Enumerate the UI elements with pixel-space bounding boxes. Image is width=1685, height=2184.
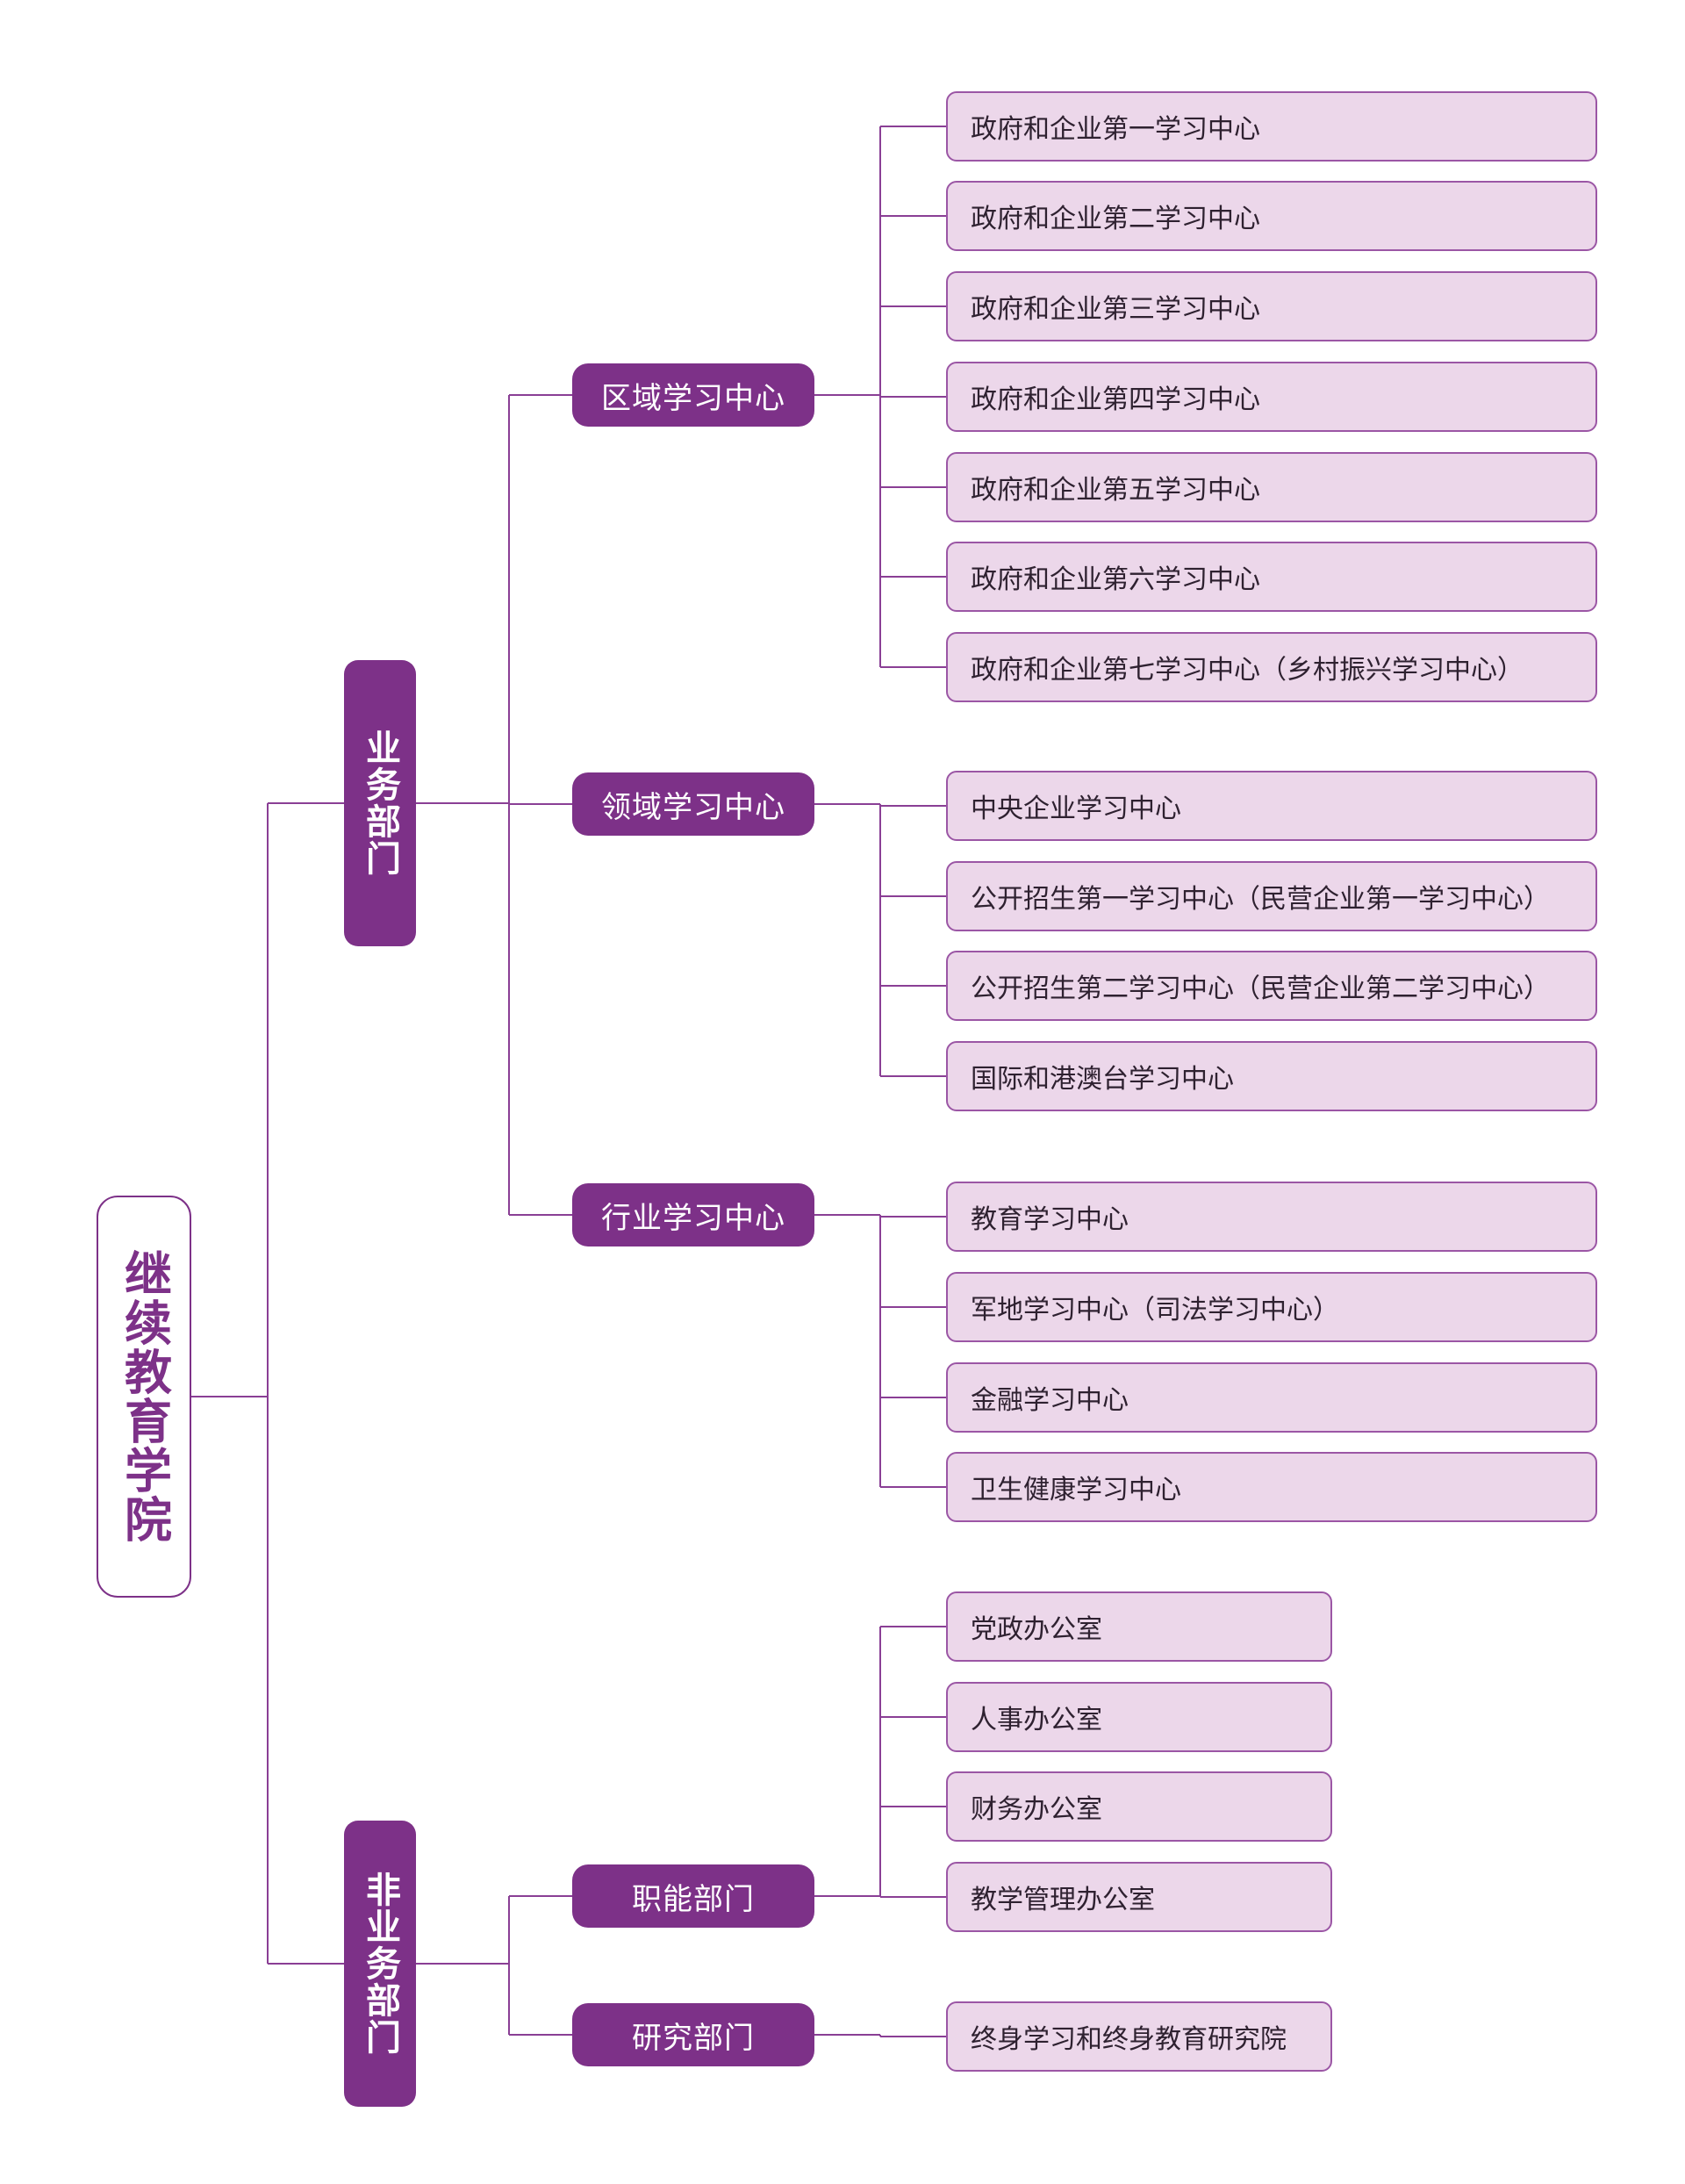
unit-label: 政府和企业第三学习中心 — [971, 294, 1260, 325]
unit-regional-3: 政府和企业第三学习中心 — [946, 271, 1597, 341]
unit-label: 公开招生第二学习中心（民营企业第二学习中心） — [971, 973, 1550, 1004]
center-research: 研究部门 — [572, 2003, 814, 2066]
unit-regional-2: 政府和企业第二学习中心 — [946, 181, 1597, 251]
dept-business: 业务部门 — [344, 660, 416, 946]
unit-industry-3: 金融学习中心 — [946, 1362, 1597, 1433]
center-research-label: 研究部门 — [632, 2020, 755, 2056]
dept-non-business-label: 非业务部门 — [360, 1871, 400, 2056]
root-label: 继续教育学院 — [116, 1249, 172, 1544]
unit-functional-3: 财务办公室 — [946, 1771, 1332, 1842]
unit-domain-1: 中央企业学习中心 — [946, 771, 1597, 841]
center-functional-label: 职能部门 — [632, 1881, 755, 1917]
unit-label: 教学管理办公室 — [971, 1885, 1155, 1915]
unit-label: 金融学习中心 — [971, 1385, 1129, 1416]
unit-regional-4: 政府和企业第四学习中心 — [946, 362, 1597, 432]
unit-industry-2: 军地学习中心（司法学习中心） — [946, 1272, 1597, 1342]
unit-regional-5: 政府和企业第五学习中心 — [946, 452, 1597, 522]
center-domain: 领域学习中心 — [572, 772, 814, 836]
unit-label: 国际和港澳台学习中心 — [971, 1064, 1234, 1095]
root-node: 继续教育学院 — [97, 1196, 191, 1598]
center-domain-label: 领域学习中心 — [601, 789, 785, 825]
dept-non-business: 非业务部门 — [344, 1821, 416, 2107]
unit-domain-3: 公开招生第二学习中心（民营企业第二学习中心） — [946, 951, 1597, 1021]
unit-regional-7: 政府和企业第七学习中心（乡村振兴学习中心） — [946, 632, 1597, 702]
unit-research-1: 终身学习和终身教育研究院 — [946, 2001, 1332, 2072]
unit-domain-2: 公开招生第一学习中心（民营企业第一学习中心） — [946, 861, 1597, 931]
center-industry: 行业学习中心 — [572, 1183, 814, 1246]
unit-industry-4: 卫生健康学习中心 — [946, 1452, 1597, 1522]
unit-functional-2: 人事办公室 — [946, 1682, 1332, 1752]
unit-label: 政府和企业第七学习中心（乡村振兴学习中心） — [971, 655, 1524, 686]
unit-regional-6: 政府和企业第六学习中心 — [946, 542, 1597, 612]
unit-functional-4: 教学管理办公室 — [946, 1862, 1332, 1932]
unit-label: 财务办公室 — [971, 1794, 1102, 1825]
unit-label: 政府和企业第六学习中心 — [971, 564, 1260, 595]
center-regional-label: 区域学习中心 — [601, 380, 785, 416]
unit-functional-1: 党政办公室 — [946, 1591, 1332, 1662]
unit-label: 终身学习和终身教育研究院 — [971, 2024, 1287, 2055]
unit-label: 人事办公室 — [971, 1705, 1102, 1735]
unit-label: 教育学习中心 — [971, 1204, 1129, 1235]
unit-industry-1: 教育学习中心 — [946, 1182, 1597, 1252]
center-regional: 区域学习中心 — [572, 363, 814, 427]
unit-label: 公开招生第一学习中心（民营企业第一学习中心） — [971, 884, 1550, 915]
center-functional: 职能部门 — [572, 1864, 814, 1928]
unit-regional-1: 政府和企业第一学习中心 — [946, 91, 1597, 162]
unit-label: 卫生健康学习中心 — [971, 1475, 1181, 1505]
unit-label: 政府和企业第四学习中心 — [971, 384, 1260, 415]
unit-label: 军地学习中心（司法学习中心） — [971, 1295, 1339, 1325]
dept-business-label: 业务部门 — [360, 729, 400, 877]
unit-label: 政府和企业第二学习中心 — [971, 204, 1260, 234]
unit-label: 党政办公室 — [971, 1614, 1102, 1645]
unit-label: 政府和企业第五学习中心 — [971, 475, 1260, 506]
unit-domain-4: 国际和港澳台学习中心 — [946, 1041, 1597, 1111]
center-industry-label: 行业学习中心 — [601, 1200, 785, 1236]
unit-label: 中央企业学习中心 — [971, 794, 1181, 824]
unit-label: 政府和企业第一学习中心 — [971, 114, 1260, 145]
